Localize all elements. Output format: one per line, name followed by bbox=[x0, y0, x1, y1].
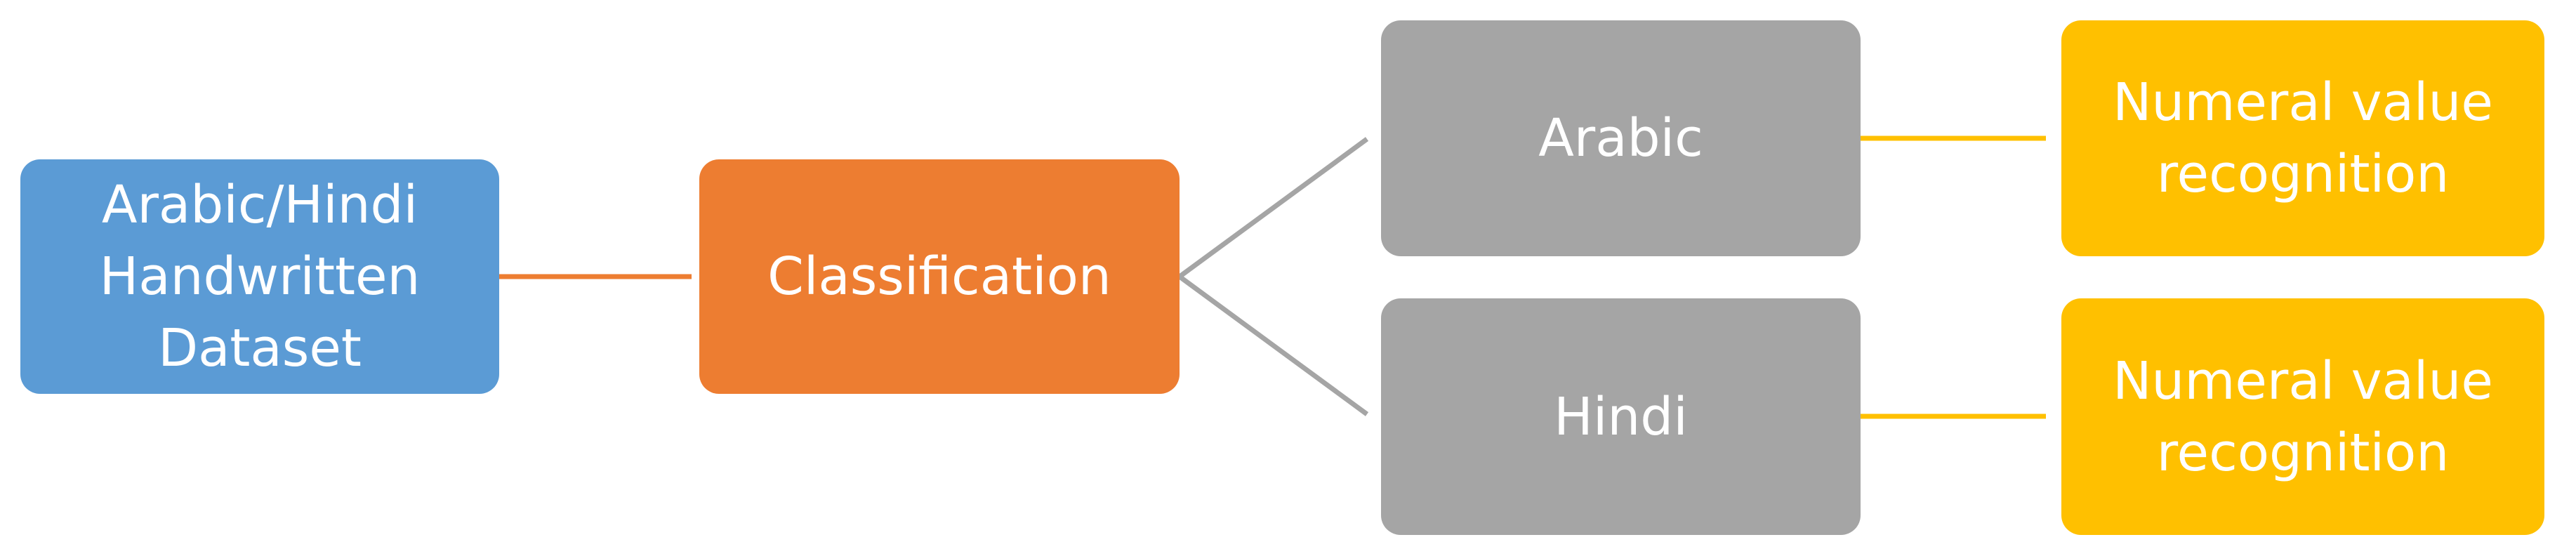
hindi-recognition-label-line-1: Numeral value bbox=[2113, 350, 2493, 411]
hindi-node: Hindi bbox=[1381, 298, 1861, 535]
dataset-label-line-2: Handwritten bbox=[99, 246, 421, 307]
edge-classification-to-languages bbox=[1175, 137, 1369, 416]
hindi-recognition-label-line-2: recognition bbox=[2156, 422, 2450, 483]
dataset-label-line-1: Arabic/Hindi bbox=[101, 175, 418, 235]
dataset-node-text: Arabic/Hindi Handwritten Dataset bbox=[100, 169, 421, 384]
arabic-label: Arabic bbox=[1538, 108, 1703, 168]
arabic-recognition-label-line-2: recognition bbox=[2156, 144, 2450, 204]
hindi-recognition-node-text: Numeral value recognition bbox=[2113, 345, 2493, 489]
arabic-recognition-node: Numeral value recognition bbox=[2061, 20, 2544, 256]
hindi-label: Hindi bbox=[1554, 386, 1688, 447]
arabic-node-text: Arabic bbox=[1538, 102, 1703, 174]
classification-node: Classification bbox=[699, 159, 1180, 394]
arabic-recognition-label-line-1: Numeral value bbox=[2113, 72, 2493, 133]
hindi-recognition-node: Numeral value recognition bbox=[2061, 298, 2544, 535]
arabic-recognition-node-text: Numeral value recognition bbox=[2113, 67, 2493, 210]
classification-node-text: Classification bbox=[767, 241, 1111, 312]
dataset-label-line-3: Dataset bbox=[158, 318, 362, 378]
dataset-node: Arabic/Hindi Handwritten Dataset bbox=[20, 159, 499, 394]
classification-label: Classification bbox=[767, 246, 1111, 307]
arabic-node: Arabic bbox=[1381, 20, 1861, 256]
hindi-node-text: Hindi bbox=[1554, 381, 1688, 453]
